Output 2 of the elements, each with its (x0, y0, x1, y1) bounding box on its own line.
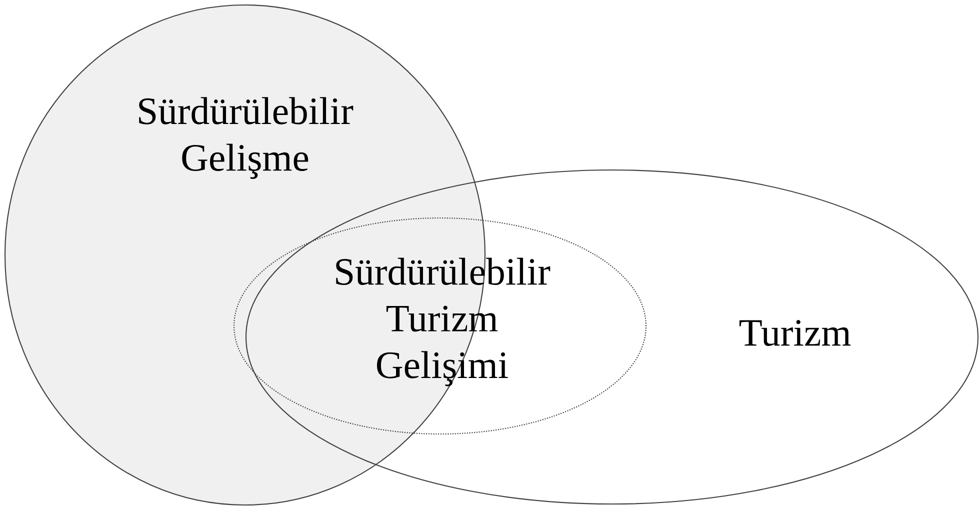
ellipse-label: Turizm (739, 320, 851, 346)
ellipse-label: Sürdürülebilir Gelişme (139, 97, 354, 179)
